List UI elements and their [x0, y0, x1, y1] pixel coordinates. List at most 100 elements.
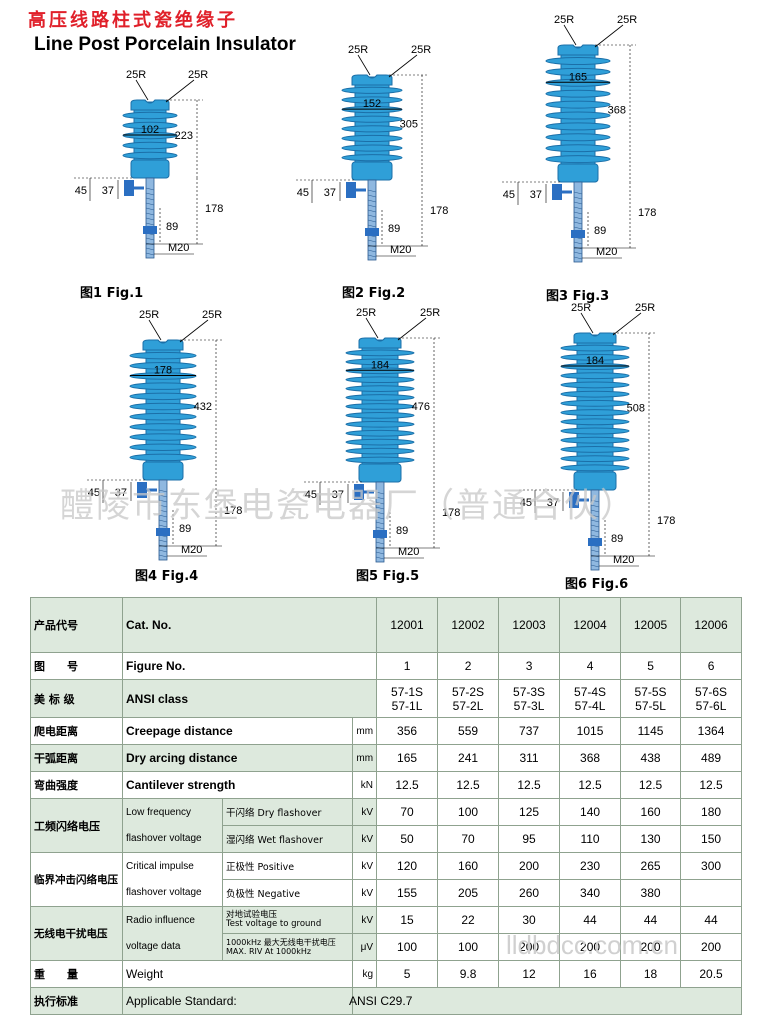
- thread-line: [158, 549, 168, 553]
- label-en: ANSI class: [121, 679, 378, 718]
- porcelain-shed: [345, 438, 415, 446]
- porcelain-shed: [129, 402, 197, 411]
- table-row-cat-no: 产品代号 Cat. No. 12001 12002 12003 12004 12…: [30, 597, 743, 653]
- cell: 265: [620, 852, 682, 880]
- figure-caption: 图4 Fig.4: [135, 569, 198, 584]
- thread-line: [573, 211, 583, 215]
- radius-leader: [165, 79, 195, 103]
- radius-side-label: 25R: [411, 44, 431, 56]
- cell: 200: [620, 933, 682, 961]
- thread-label: M20: [390, 244, 411, 256]
- porcelain-shed: [545, 144, 611, 153]
- thread-line: [367, 194, 377, 198]
- porcelain-shed: [129, 351, 197, 360]
- cell: 2: [437, 652, 500, 680]
- radius-top-label: 25R: [126, 69, 146, 81]
- diameter-label: 184: [586, 355, 604, 367]
- height-label: 476: [412, 401, 430, 413]
- radius-side-label: 25R: [420, 307, 440, 319]
- thread-line: [145, 202, 155, 206]
- label-cn: 工频闪络电压: [30, 798, 123, 853]
- porcelain-shed: [560, 381, 630, 389]
- watermark: 醴陵市东堡电瓷电器厂（普通合伙）: [60, 486, 636, 526]
- radius-top-label: 25R: [554, 14, 574, 26]
- porcelain-shed: [345, 403, 415, 410]
- unit: kg: [351, 960, 378, 988]
- label-en: voltage data: [122, 933, 223, 961]
- label-en: Dry arcing distance: [122, 744, 353, 772]
- cell: 155: [376, 879, 439, 907]
- porcelain-shed: [545, 67, 611, 76]
- height-label: 305: [400, 119, 418, 131]
- diameter-label: 178: [154, 364, 172, 376]
- cell: 125: [498, 798, 561, 826]
- thread-line: [145, 237, 155, 241]
- cell: 15: [376, 906, 439, 934]
- table-row-cantilever: 弯曲强度 Cantilever strength kN 12.5 12.5 12…: [30, 771, 743, 799]
- thread-line: [158, 539, 168, 543]
- thread-line: [590, 519, 600, 523]
- porcelain-shed: [129, 453, 197, 462]
- porcelain-shed: [345, 376, 415, 384]
- label-cn: 无线电干扰电压: [30, 906, 123, 961]
- height-label: 368: [608, 105, 626, 117]
- cell: 200: [498, 933, 561, 961]
- thread-line: [590, 549, 600, 553]
- thread-line: [590, 499, 600, 503]
- label-en: Creepage distance: [122, 717, 353, 745]
- unit: μV: [351, 933, 378, 961]
- cell: 1364: [680, 717, 743, 745]
- label-cn: 图 号: [30, 652, 123, 680]
- thread-line: [590, 534, 600, 538]
- dim-37-label: 37: [547, 497, 559, 509]
- cell: 12.5: [437, 771, 500, 799]
- porcelain-shed: [341, 115, 403, 123]
- thread-line: [375, 521, 385, 525]
- cell: 20.5: [680, 960, 743, 988]
- cell: 12.5: [680, 771, 743, 799]
- dim-89-label: 89: [611, 533, 623, 545]
- thread-line: [145, 212, 155, 216]
- radius-leader: [179, 319, 209, 343]
- table-row-wet-flashover: flashover voltage 湿闪络 Wet flashover kV 5…: [31, 825, 743, 853]
- nut: [156, 528, 170, 536]
- unit: mm: [351, 744, 378, 772]
- radius-leader: [357, 54, 371, 76]
- insulator-cap: [130, 99, 170, 111]
- porcelain-shed: [560, 455, 630, 463]
- porcelain-shed: [560, 353, 630, 361]
- thread-line: [573, 251, 583, 255]
- thread-line: [590, 524, 600, 528]
- thread-line: [158, 514, 168, 518]
- thread-line: [367, 254, 377, 258]
- cell: 438: [620, 744, 682, 772]
- porcelain-shed: [560, 445, 630, 453]
- porcelain-shed: [129, 372, 197, 380]
- unit: kV: [351, 879, 378, 907]
- porcelain-skirt: [557, 163, 599, 183]
- dim-89-label: 89: [396, 525, 408, 537]
- porcelain-shed: [545, 133, 611, 142]
- cell: 260: [498, 879, 561, 907]
- porcelain-shed: [129, 392, 197, 401]
- insulator-cap: [557, 44, 599, 56]
- porcelain-skirt: [130, 159, 170, 179]
- thread-line: [367, 249, 377, 253]
- thread-line: [590, 529, 600, 533]
- radius-side-label: 25R: [617, 14, 637, 26]
- thread-label: M20: [398, 546, 419, 558]
- porcelain-shed: [545, 122, 611, 131]
- porcelain-shed: [341, 134, 403, 142]
- cell: 200: [680, 933, 743, 961]
- thread-line: [158, 519, 168, 523]
- cell: 489: [680, 744, 743, 772]
- porcelain-shed: [345, 358, 415, 366]
- radius-leader: [397, 317, 427, 341]
